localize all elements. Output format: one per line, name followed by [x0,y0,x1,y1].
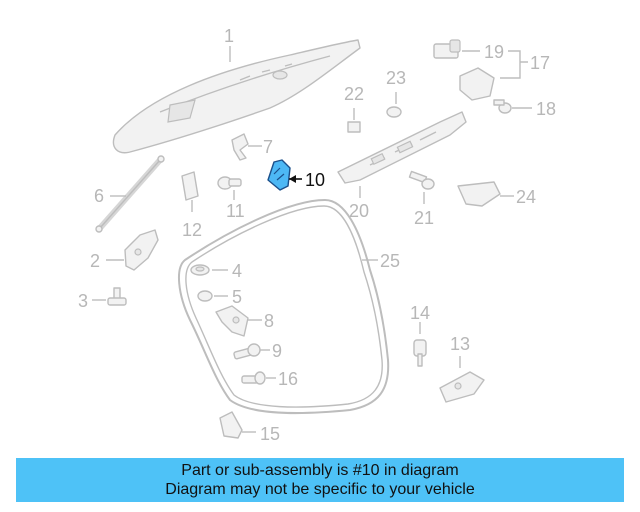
part-18-bolt [493,99,512,114]
part-16-bolt [241,371,266,385]
callout-15: 15 [260,424,280,444]
part-14-stopper [413,339,427,367]
callout-25: 25 [380,251,400,271]
part-3-bolt [107,287,127,306]
callout-16: 16 [278,369,298,389]
callout-4: 4 [232,261,242,281]
part-9-bolt [233,343,261,360]
part-17-actuator [459,67,495,101]
callout-21: 21 [414,208,434,228]
part-21-bolt [408,170,435,190]
part-1-spoiler [112,39,361,154]
callout-12: 12 [182,220,202,240]
callout-10: 10 [305,170,325,190]
callout-18: 18 [536,99,556,119]
part-2-hinge [124,229,159,271]
part-13-bracket [439,371,485,403]
callout-13: 13 [450,334,470,354]
part-12-clip [181,171,199,201]
callout-14: 14 [410,303,430,323]
part-7-bolt [231,133,249,161]
part-24-latch [457,181,501,207]
callout-9: 9 [272,341,282,361]
callout-2: 2 [90,251,100,271]
callout-20: 20 [349,201,369,221]
callout-3: 3 [78,291,88,311]
callout-19: 19 [484,42,504,62]
callout-22: 22 [344,84,364,104]
part-20-garnish [337,111,467,184]
callout-1: 1 [224,26,234,46]
part-22-clip [347,121,361,133]
part-15-cap [219,411,243,439]
callout-23: 23 [386,68,406,88]
banner-line-2: Diagram may not be specific to your vehi… [165,481,475,498]
part-4-bumper [190,264,210,276]
callout-24: 24 [516,187,536,207]
callout-7: 7 [263,137,273,157]
part-8-striker [215,305,249,337]
part-11-bolt [217,176,242,190]
arrow-10 [289,175,296,183]
part-19-switch [433,39,461,59]
callout-5: 5 [232,287,242,307]
banner-line-1: Part or sub-assembly is #10 in diagram [181,462,459,479]
part-10-bracket-highlighted [267,159,291,191]
info-banner: Part or sub-assembly is #10 in diagram D… [16,458,624,502]
callout-11: 11 [226,201,245,221]
part-6-gas-strut [95,155,165,233]
part-5-bumper [197,290,213,302]
part-25-weatherstrip [178,198,390,414]
part-23-grommet [386,106,402,118]
callout-17: 17 [530,53,550,73]
callout-8: 8 [264,311,274,331]
leader-17 [500,50,528,79]
callout-6: 6 [94,186,104,206]
